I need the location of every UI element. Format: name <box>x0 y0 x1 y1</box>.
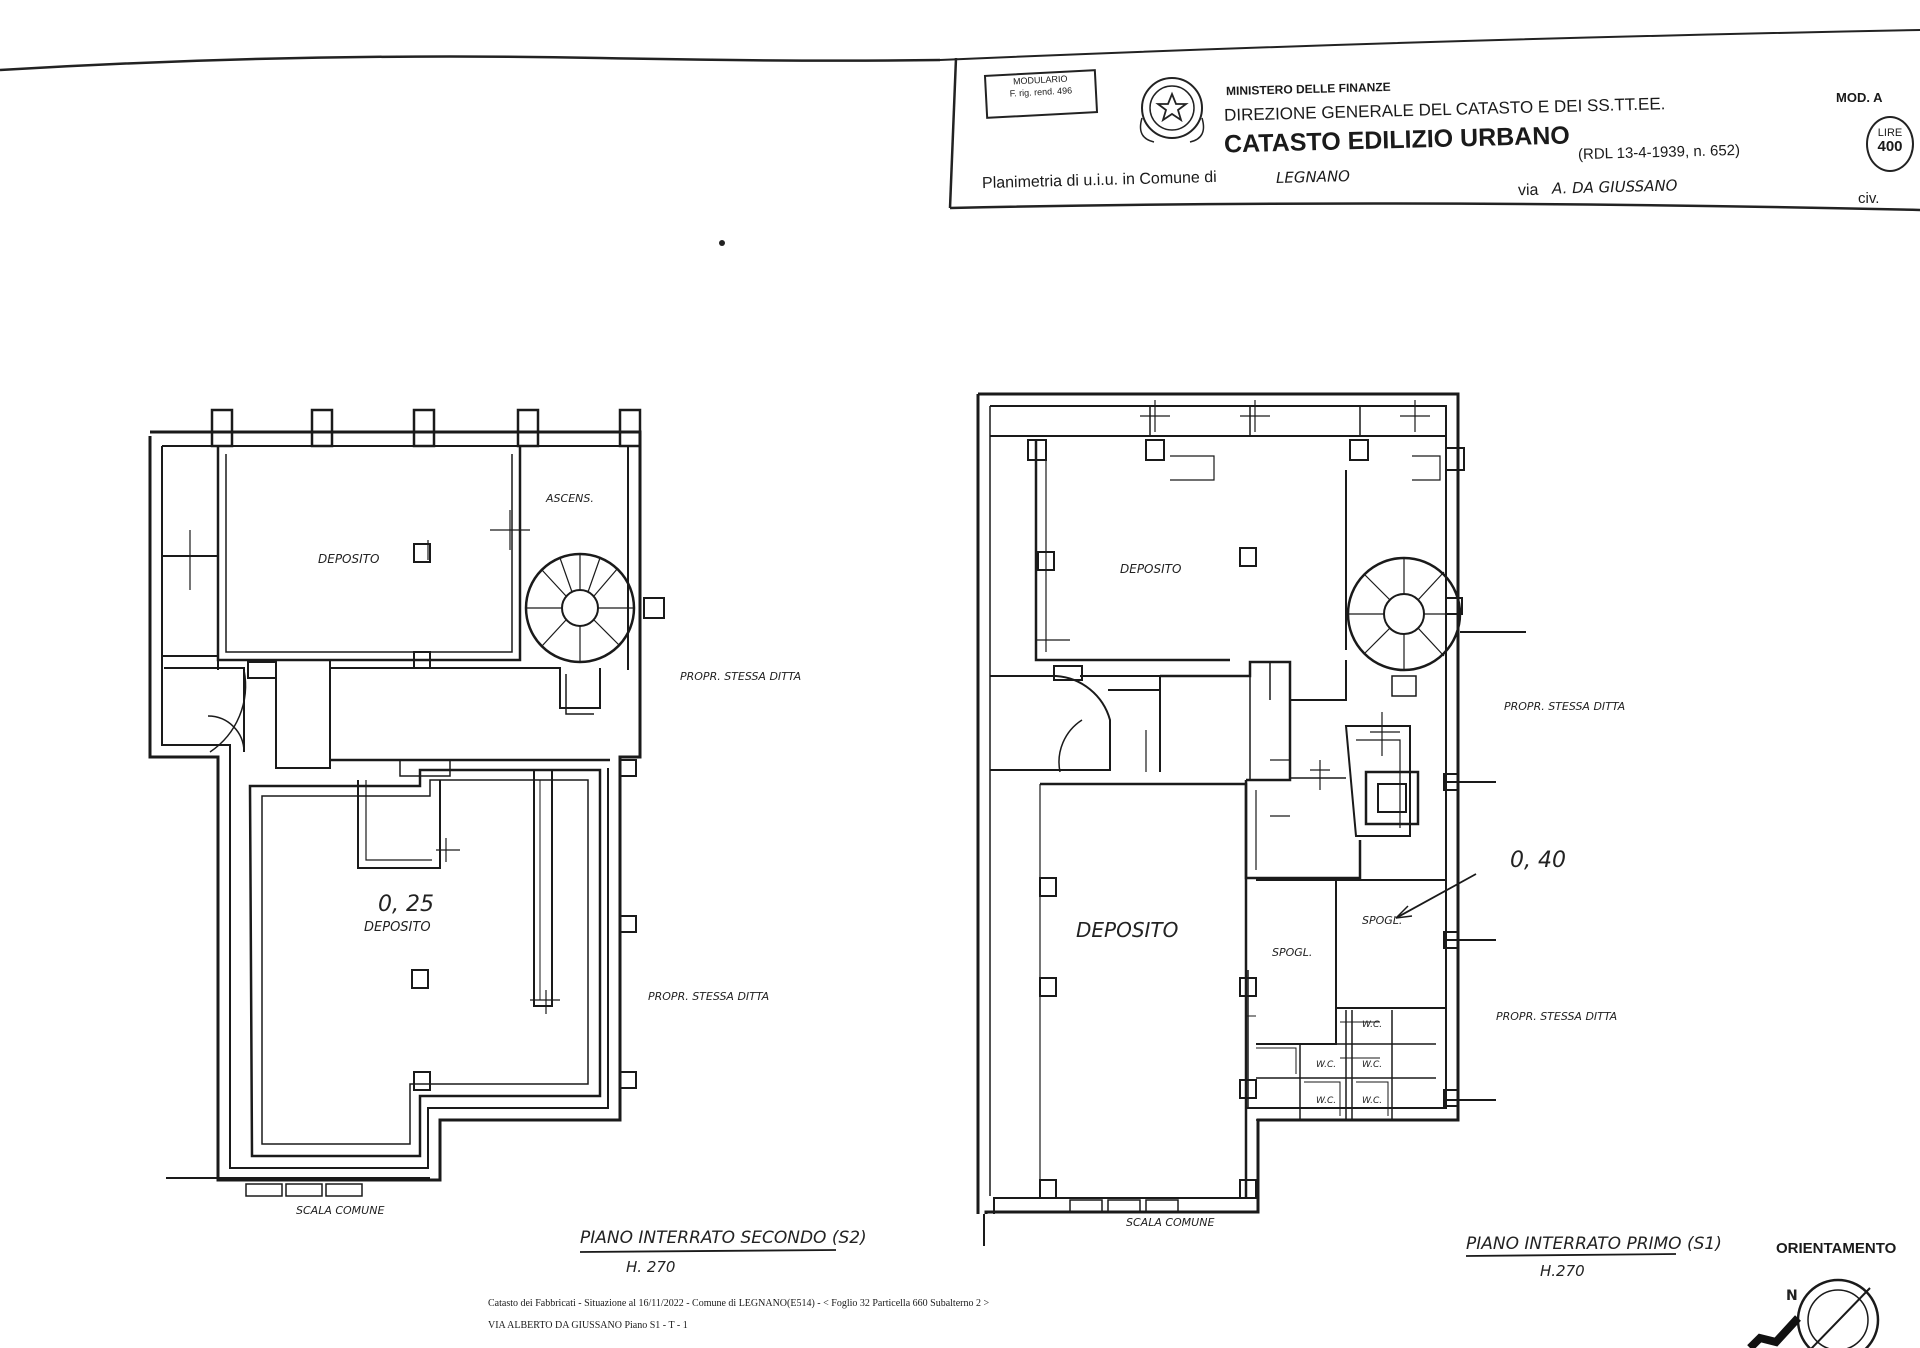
s1-spogl-2: SPOGL. <box>1362 914 1403 927</box>
s2-room-deposito-bottom: DEPOSITO <box>364 920 431 935</box>
s2-neighbor-2: PROPR. STESSA DITTA <box>648 990 770 1003</box>
s1-spogl-1: SPOGL. <box>1272 946 1313 959</box>
s1-room-deposito-bottom: DEPOSITO <box>1076 918 1179 942</box>
state-emblem <box>1139 77 1205 143</box>
lire-stamp: LIRE 400 <box>1866 116 1914 172</box>
s2-room-ascens: ASCENS. <box>546 492 594 505</box>
s1-wc-5: W.C. <box>1362 1096 1383 1106</box>
s1-wc-2: W.C. <box>1316 1060 1337 1070</box>
s1-room-deposito-top: DEPOSITO <box>1120 562 1182 576</box>
s1-neighbor-2: PROPR. STESSA DITTA <box>1496 1010 1618 1023</box>
s1-height: H.270 <box>1540 1262 1585 1280</box>
s1-title: PIANO INTERRATO PRIMO (S1) <box>1466 1234 1722 1254</box>
lire-label: LIRE <box>1877 127 1903 139</box>
mod-label: MOD. A <box>1836 90 1883 105</box>
s2-height: H. 270 <box>626 1258 676 1276</box>
s2-mark-025: 0, 25 <box>378 892 434 917</box>
lire-amount: 400 <box>1877 138 1903 155</box>
s1-mark-040: 0, 40 <box>1510 848 1566 873</box>
s2-room-deposito-top: DEPOSITO <box>318 552 380 566</box>
compass-icon <box>1747 1278 1880 1348</box>
s2-neighbor-1: PROPR. STESSA DITTA <box>680 670 802 683</box>
s2-title: PIANO INTERRATO SECONDO (S2) <box>580 1228 867 1248</box>
s1-wc-4: W.C. <box>1316 1096 1337 1106</box>
civ-label: civ. <box>1858 190 1880 207</box>
compass-north-label: N <box>1786 1288 1798 1304</box>
footer-line2: VIA ALBERTO DA GIUSSANO Piano S1 - T - 1 <box>488 1320 688 1331</box>
orientamento-label: ORIENTAMENTO <box>1776 1240 1897 1257</box>
footer-line1: Catasto dei Fabbricati - Situazione al 1… <box>488 1298 990 1309</box>
s1-neighbor-1: PROPR. STESSA DITTA <box>1504 700 1626 713</box>
s1-scala: SCALA COMUNE <box>1126 1216 1215 1229</box>
s1-wc-3: W.C. <box>1362 1060 1383 1070</box>
s1-wc-1: W.C. <box>1362 1020 1383 1030</box>
s2-scala: SCALA COMUNE <box>296 1204 385 1217</box>
